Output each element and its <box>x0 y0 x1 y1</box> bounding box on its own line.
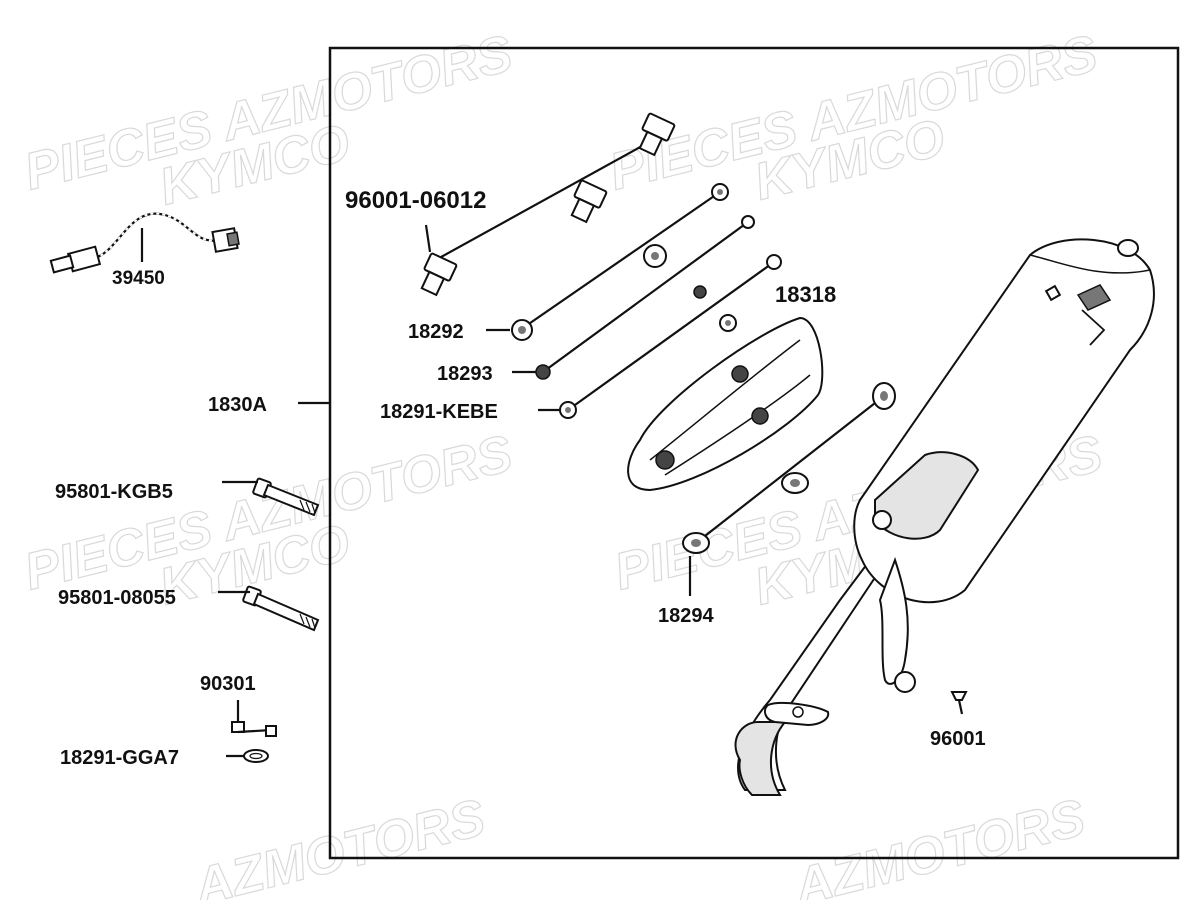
part-label-18318: 18318 <box>775 282 836 307</box>
gasket-gga7-part <box>243 749 269 763</box>
part-label-18294: 18294 <box>658 605 714 627</box>
bolt-96001-06012-group <box>420 112 676 297</box>
watermark-text: AZMOTORS <box>787 789 1091 900</box>
watermark-text: AZMOTORS <box>187 789 491 900</box>
part-label-95801-08055: 95801-08055 <box>58 587 176 609</box>
part-label-95801-kgb5: 95801-KGB5 <box>55 481 173 503</box>
bolt-kgb5-part <box>252 477 320 517</box>
part-label-18293: 18293 <box>437 363 493 385</box>
nut-18293-group <box>535 215 755 380</box>
heat-shield-part <box>627 316 824 492</box>
part-label-1830a: 1830A <box>208 394 267 416</box>
washer-18294-group <box>682 382 896 554</box>
part-label-96001-06012: 96001-06012 <box>345 187 486 214</box>
bolt-96001-part <box>950 691 968 715</box>
part-label-96001: 96001 <box>930 728 986 750</box>
part-label-39450: 39450 <box>112 268 165 289</box>
muffler-part <box>734 238 1155 796</box>
part-label-18292: 18292 <box>408 321 464 343</box>
part-label-90301: 90301 <box>200 673 256 695</box>
bolt-08055-part <box>242 585 320 632</box>
part-label-18291-kebe: 18291-KEBE <box>380 401 498 423</box>
part-label-18291-gga7: 18291-GGA7 <box>60 747 179 769</box>
washer-18292-group <box>511 183 729 341</box>
gasket-kebe-group <box>559 254 782 419</box>
o2-sensor-part <box>49 212 240 274</box>
assembly-frame <box>328 46 1180 860</box>
stud-90301-part <box>231 700 277 737</box>
